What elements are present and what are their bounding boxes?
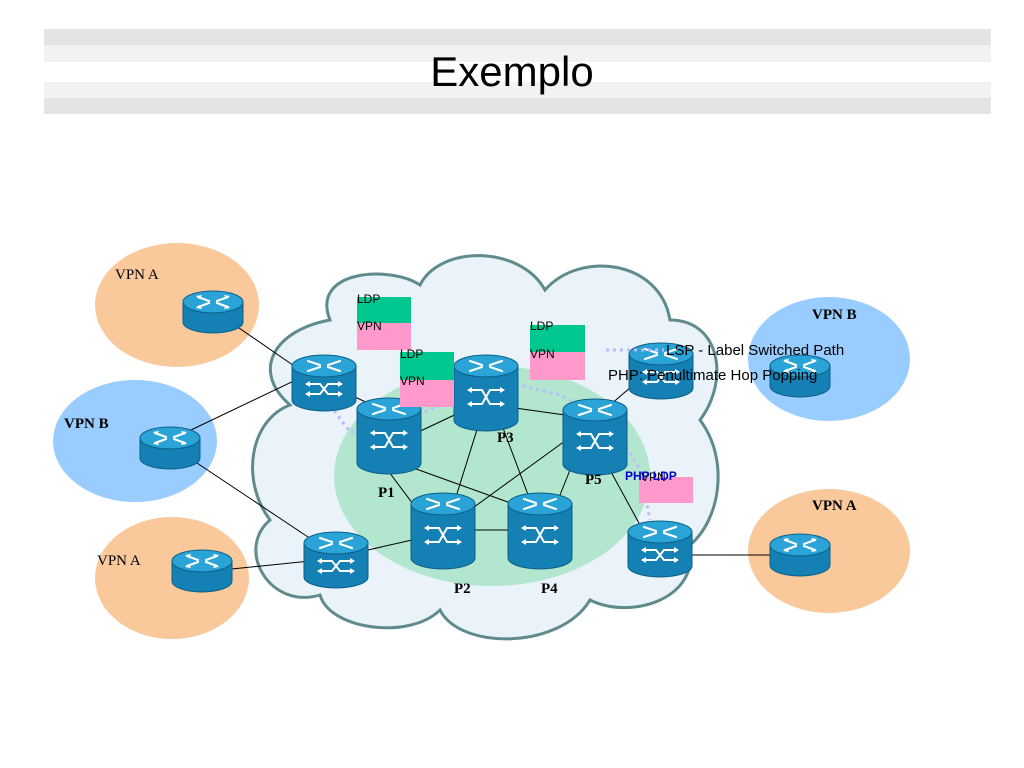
core-router-p1	[355, 396, 423, 476]
stack1-vpn-label: VPN	[357, 319, 382, 333]
title-band-stripe	[44, 98, 991, 114]
vpn-b-left-label: VPN B	[64, 416, 109, 432]
p4-label: P4	[541, 581, 558, 597]
pe-router-top-left	[290, 353, 358, 413]
php-ldp-label: PHP LDP	[625, 469, 677, 483]
core-router-p4	[506, 491, 574, 571]
stack3-ldp-label: LDP	[530, 319, 553, 333]
vpn-b-site-left	[53, 380, 217, 502]
core-router-p5	[561, 397, 629, 477]
stack1-ldp-label: LDP	[357, 292, 380, 306]
core-router-p2	[409, 491, 477, 571]
stack4-vpn-label: VPN	[641, 470, 666, 484]
title-band-stripe	[44, 29, 991, 45]
title-band-stripe	[44, 45, 991, 62]
slide-title: Exemplo	[430, 48, 594, 95]
lsp-path	[328, 378, 652, 521]
label-stack-2-ldp	[400, 352, 454, 380]
label-stack-1-ldp	[357, 297, 411, 323]
core-router-p3	[452, 353, 520, 433]
ce-router-left	[138, 425, 202, 471]
stack2-vpn-label: VPN	[400, 374, 425, 388]
p3-label: P3	[497, 430, 514, 446]
vpn-a-site-top-left	[95, 243, 259, 367]
legend-lsp: LSP - Label Switched Path	[666, 342, 844, 359]
title-band-stripe	[44, 82, 991, 98]
p2-label: P2	[454, 581, 471, 597]
p5-label: P5	[585, 472, 602, 488]
pe-router-bottom-right	[626, 519, 694, 579]
pe-router-bottom-left	[302, 530, 370, 590]
vpn-a-bottom-left-label: VPN A	[97, 553, 141, 569]
ce-router-top-left	[181, 289, 245, 335]
p1-label: P1	[378, 485, 395, 501]
label-stack-1-vpn	[357, 323, 411, 350]
vpn-b-right-label: VPN B	[812, 307, 857, 323]
label-stack-2-vpn	[400, 380, 454, 407]
ce-router-bottom-left	[170, 548, 234, 594]
legend-php: PHP: Penultimate Hop Popping	[608, 367, 817, 384]
ce-router-bottom-right	[768, 532, 832, 578]
label-stack-3-ldp	[530, 325, 585, 352]
stack3-vpn-label: VPN	[530, 347, 555, 361]
vpn-a-top-left-label: VPN A	[115, 267, 159, 283]
label-stack-4-vpn	[639, 477, 693, 503]
label-stack-3-vpn	[530, 352, 585, 380]
title-band	[44, 29, 991, 114]
vpn-a-right-label: VPN A	[812, 498, 857, 514]
stack2-ldp-label: LDP	[400, 347, 423, 361]
